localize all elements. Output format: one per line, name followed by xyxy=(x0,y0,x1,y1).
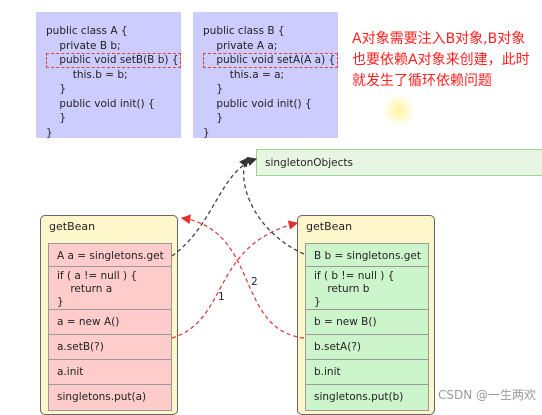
bean-step: singletons.put(b) xyxy=(306,385,428,410)
singleton-objects-box: singletonObjects xyxy=(256,149,542,176)
arrow-label-2: 2 xyxy=(251,276,258,288)
bean-step: a.setB(?) xyxy=(49,335,171,360)
code-line: public void setB(B b) { xyxy=(46,53,181,68)
cursor-highlight xyxy=(382,93,416,127)
bean-step: A a = singletons.get xyxy=(49,244,171,267)
arrow-1-seta-to-getbean-b xyxy=(171,220,299,339)
circular-dependency-note: A对象需要注入B对象,B对象也要依赖A对象来创建，此时就发生了循环依赖问题 xyxy=(352,29,537,127)
code-block-class-a: public class A { private B b; public voi… xyxy=(36,12,181,139)
code-line: public void init() { xyxy=(203,97,312,110)
code-line: public class B { xyxy=(203,25,285,37)
arrow-label-1: 1 xyxy=(218,291,225,303)
code-line: } xyxy=(203,83,224,95)
bean-step: B b = singletons.get xyxy=(306,244,428,267)
code-line: this.a = a; xyxy=(203,68,285,81)
code-line: public void setA(A a) { xyxy=(203,53,338,68)
get-bean-a-title: getBean xyxy=(49,220,96,233)
code-line: public void init() { xyxy=(46,97,155,110)
bean-step: b = new B() xyxy=(306,310,428,335)
code-line: } xyxy=(46,126,53,139)
code-line: public class A { xyxy=(46,25,128,37)
get-bean-b-title: getBean xyxy=(306,220,353,233)
bean-step: a = new A() xyxy=(49,310,171,335)
code-line: } xyxy=(203,112,224,124)
bean-step: a.init xyxy=(49,360,171,385)
bean-step: if ( b != null ) { return b } xyxy=(306,267,428,310)
watermark: CSDN @一生两欢 xyxy=(437,388,536,402)
arrow-b-get-to-singletons xyxy=(239,157,305,255)
bean-step: singletons.put(a) xyxy=(49,385,171,410)
code-line: } xyxy=(203,126,210,139)
code-line: } xyxy=(46,112,67,124)
bean-step: if ( a != null ) { return a } xyxy=(49,267,171,310)
code-block-class-b: public class B { private A a; public voi… xyxy=(193,12,338,139)
code-line: this.b = b; xyxy=(46,68,128,81)
arrow-2-setb-to-getbean-a xyxy=(180,214,305,339)
code-line: } xyxy=(46,83,67,95)
bean-step: b.setA(?) xyxy=(306,335,428,360)
bean-step: b.init xyxy=(306,360,428,385)
code-line: private B b; xyxy=(46,39,121,52)
code-line: private A a; xyxy=(203,39,278,52)
arrow-a-get-to-singletons xyxy=(171,156,258,257)
